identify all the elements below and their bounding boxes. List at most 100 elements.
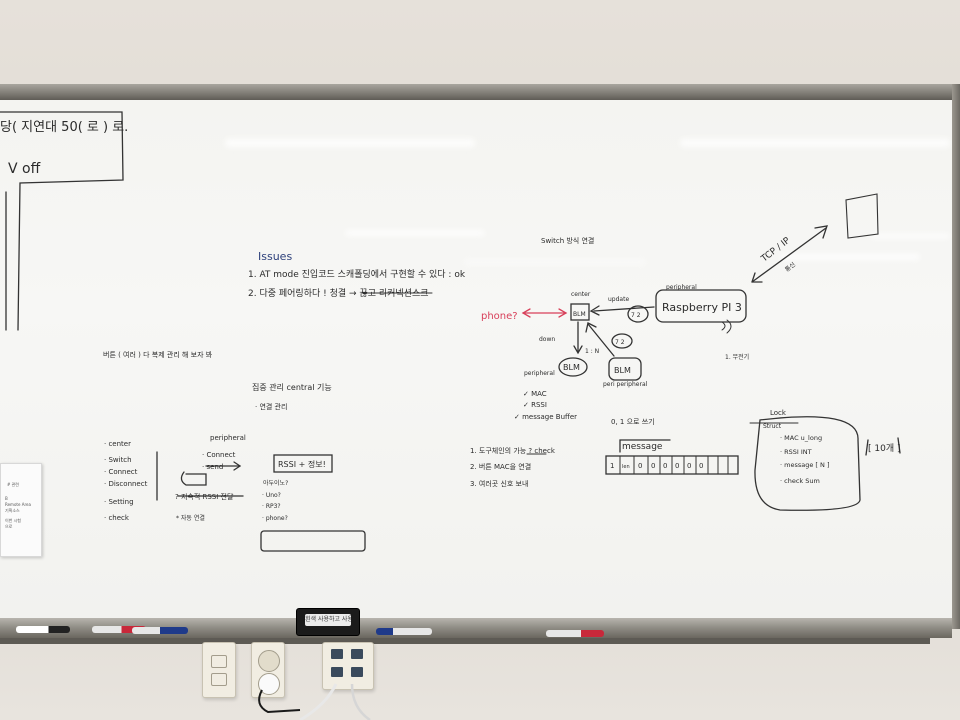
box-drawing [845, 193, 879, 239]
update-label: update [608, 296, 629, 303]
buffer-label: 0, 1 으로 쓰기 [611, 417, 655, 426]
network-jack [322, 642, 374, 690]
menu-item: · Switch [104, 456, 132, 464]
struct-item: · MAC u_long [780, 434, 822, 442]
down-label: down [539, 336, 555, 343]
red-marker[interactable] [546, 630, 604, 637]
struct-item: · message [ N ] [780, 461, 829, 469]
buffer-cell: 0 [638, 462, 642, 470]
issue-item: 2. 다중 페어링하다 ! 청결 → 끊고 리커넥션스크 [248, 287, 429, 299]
tcp-sub: 통신 [783, 260, 797, 273]
paper-line: Remote Area [5, 502, 31, 507]
whiteboard-right-rail [952, 84, 960, 629]
badge-circle [611, 333, 633, 349]
lock-blob [754, 416, 861, 511]
arrow-line [751, 227, 827, 283]
raspberry-label: Raspberry PI 3 [662, 301, 742, 314]
list-item: ✓ message Buffer [514, 413, 577, 421]
power-outlet [202, 642, 236, 698]
whiteboard: 당( 지연대 50( 로 ) 로. V off Issues 1. AT mod… [0, 84, 960, 644]
one-to-n: 1 : N [585, 348, 599, 355]
black-marker[interactable] [16, 626, 70, 633]
arrowhead [814, 225, 828, 239]
blue-marker[interactable] [132, 627, 188, 634]
ble-peripheral-box [608, 357, 642, 381]
red-marker[interactable] [92, 626, 146, 633]
arrowhead [521, 308, 568, 318]
ble-peripheral-label: BLM [563, 363, 580, 372]
paper-line: B [5, 496, 8, 501]
buffer-cell: 0 [663, 462, 667, 470]
arrowhead [233, 461, 242, 471]
light-reflection [465, 258, 645, 266]
marker-tray-lip [0, 638, 930, 644]
wifi-signal [721, 319, 732, 334]
buffer-cell: 1 [610, 462, 614, 470]
lower-list-item: 3. 여러곳 신호 보내 [470, 479, 528, 488]
light-reflection [225, 136, 475, 150]
issue-item: 1. AT mode 진입코드 스캐폴딩에서 구현할 수 있다 : ok [248, 268, 466, 280]
whiteboard-top-rail [0, 84, 960, 101]
struct-item: · RSSI INT [780, 448, 812, 456]
light-reflection [780, 252, 920, 262]
list-item: ✓ RSSI [523, 401, 547, 409]
ble-peripheral-label: BLM [614, 366, 631, 375]
peripheral-label: peripheral [210, 434, 246, 442]
note-text: 집중 관리 central 기능 [252, 382, 332, 392]
message-bracket [619, 439, 671, 453]
power-outlet [251, 642, 285, 698]
note-box-outline [0, 111, 124, 331]
menu-item: · Connect [104, 468, 138, 476]
switch-title: Switch 방식 연결 [541, 236, 594, 245]
arrowhead [585, 322, 597, 333]
badge-text: 7 2 [615, 339, 625, 346]
badge-text: 7 2 [631, 312, 641, 319]
ble-node-label: BLM [573, 311, 586, 318]
light-reflection [870, 232, 950, 240]
buffer-cell: 0 [687, 462, 691, 470]
center-label: center [571, 291, 591, 298]
ble-node-box [570, 303, 590, 321]
eraser-label: 흰색 사용하고 사용 [305, 614, 351, 626]
peripheral-item: · Connect [202, 451, 236, 459]
arrowhead [589, 305, 600, 316]
note-text: 1. 무전기 [725, 353, 749, 361]
bracket [865, 437, 901, 456]
menu-item: · center [104, 440, 131, 448]
note-text: 아두이노? [263, 479, 288, 487]
arrowhead [573, 345, 583, 355]
box-text: V off [8, 161, 41, 177]
phone-label: phone? [481, 311, 518, 322]
posted-paper: # 관련 B Remote Area 기획소스 이번 시험 으로 [0, 463, 42, 557]
empty-box [260, 530, 366, 552]
lower-list-item: 2. 버튼 MAC을 연결 [470, 462, 531, 471]
note-text: · phone? [262, 515, 288, 522]
menu-item: · Disconnect [104, 480, 148, 488]
send-box [273, 454, 333, 473]
peri-label: peri peripheral [603, 381, 648, 388]
note-text: 버튼 ( 여러 ) 다 복제 관리 해 보자 봐 [103, 350, 213, 359]
peripheral-tag: peripheral [666, 284, 697, 291]
note-text: · 연결 관리 [255, 402, 287, 411]
list-item: ✓ MAC [523, 390, 547, 398]
swirl-arrow [180, 471, 207, 486]
whiteboard-surface: 당( 지연대 50( 로 ) 로. V off Issues 1. AT mod… [0, 100, 952, 618]
struct-item: · check Sum [780, 477, 820, 485]
arrowhead [751, 272, 763, 283]
buffer-cell: 0 [651, 462, 655, 470]
buffer-dividers [619, 455, 729, 475]
buffer-cell: 0 [675, 462, 679, 470]
whiteboard-eraser[interactable]: 흰색 사용하고 사용 [296, 608, 360, 636]
paper-line: 으로 [5, 524, 13, 529]
struct-label: Struct [763, 423, 782, 430]
note-text: ? 지속적 RSSI 전달 [175, 492, 234, 501]
paper-line: 이번 시험 [5, 517, 21, 523]
box-text: 당( 지연대 50( 로 ) 로. [0, 120, 128, 135]
paper-line: 기획소스 [5, 507, 20, 513]
blue-marker[interactable] [376, 628, 432, 635]
buffer-cell: len [622, 464, 630, 470]
list-header: peripheral [524, 370, 555, 377]
paper-text: # 관련 B Remote Area 기획소스 이번 시험 으로 [5, 481, 31, 529]
message-label: message [622, 442, 663, 452]
count-label: [ 10개 ] [868, 443, 900, 454]
